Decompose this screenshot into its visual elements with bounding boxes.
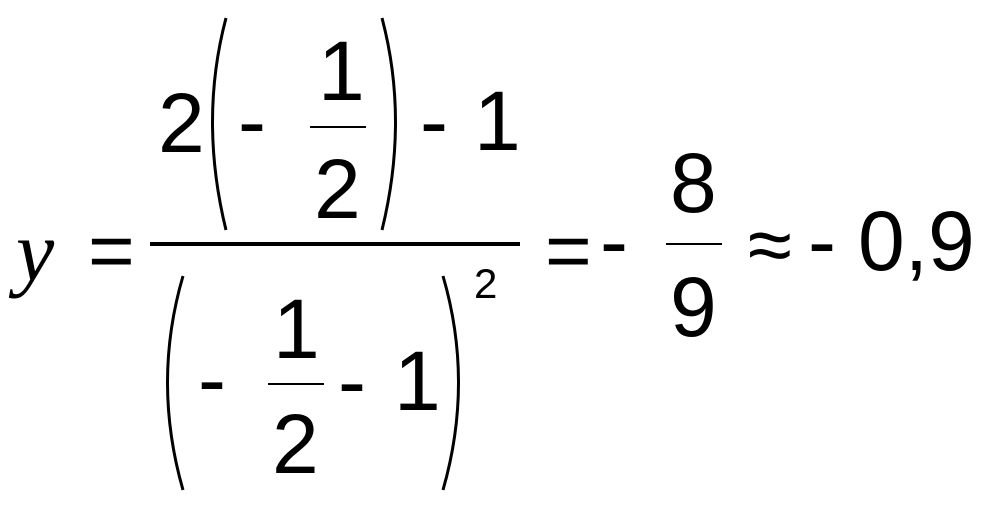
denominator-constant: 1 bbox=[394, 334, 441, 428]
numerator-minus: - bbox=[420, 74, 448, 168]
denominator-inner-minus: - bbox=[198, 332, 226, 426]
variable-y: y bbox=[8, 203, 55, 299]
numerator-inner-frac-den: 2 bbox=[314, 142, 361, 236]
approx-sign: ≈ bbox=[748, 200, 792, 289]
approx-minus: - bbox=[808, 194, 836, 288]
denominator-left-paren bbox=[166, 275, 185, 491]
denominator-minus: - bbox=[338, 334, 366, 428]
result-numerator: 8 bbox=[670, 136, 717, 230]
numerator-inner-frac-num: 1 bbox=[318, 24, 365, 118]
equals-sign-1: = bbox=[88, 206, 135, 295]
numerator-constant: 1 bbox=[474, 74, 521, 168]
denominator-exponent: 2 bbox=[474, 260, 497, 307]
numerator-coefficient: 2 bbox=[158, 76, 205, 170]
numerator-right-paren bbox=[380, 17, 397, 231]
denominator-inner-frac-den: 2 bbox=[272, 397, 319, 491]
approx-value: 0,9 bbox=[858, 194, 975, 288]
denominator-right-paren bbox=[441, 275, 460, 491]
numerator-left-paren bbox=[211, 17, 228, 231]
denominator-inner-frac-num: 1 bbox=[273, 282, 320, 376]
equals-sign-2: = bbox=[545, 206, 592, 295]
result-denominator: 9 bbox=[670, 260, 717, 354]
numerator-inner-minus: - bbox=[238, 74, 266, 168]
result-minus: - bbox=[600, 194, 628, 288]
